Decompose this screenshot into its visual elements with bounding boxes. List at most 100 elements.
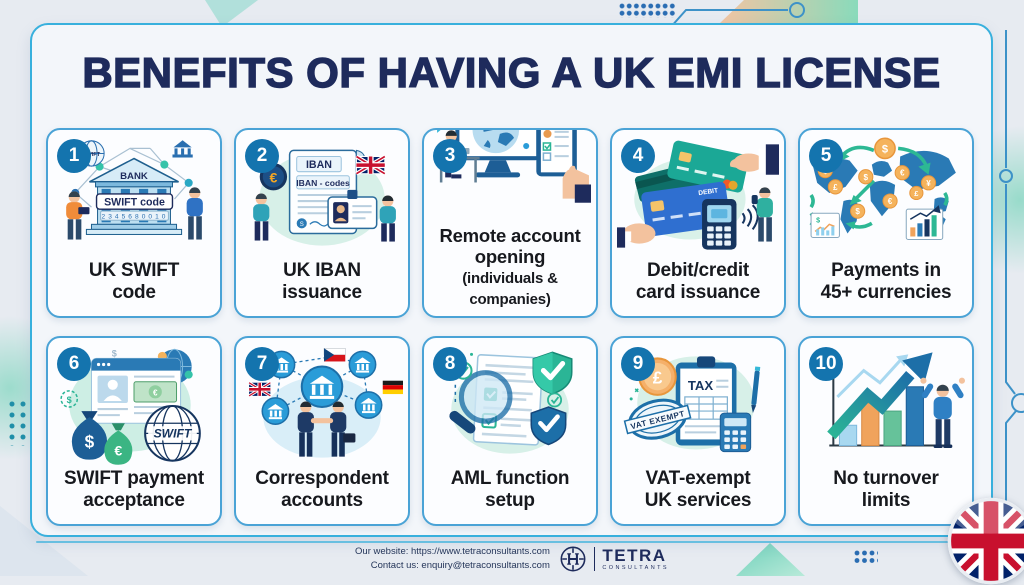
vat-exempt-stamp: VAT EXEMPT	[623, 399, 692, 441]
bank-node-small	[261, 397, 290, 426]
svg-text:$: $	[67, 395, 72, 405]
svg-text:BANK: BANK	[120, 171, 148, 182]
card-issuance-illustration: DEBIT	[617, 141, 779, 251]
svg-text:€: €	[114, 444, 122, 460]
card-label: Remote account opening (individuals & co…	[424, 203, 596, 316]
card-label: Payments in 45+ currencies	[820, 260, 952, 303]
iban-illustration: IBAN IBAN - codes S €	[253, 150, 396, 247]
person-left	[66, 191, 90, 240]
svg-text:£: £	[653, 368, 663, 388]
swift-acceptance-illustration: $ $ €	[60, 349, 201, 466]
swift-code-label: SWIFT code	[95, 193, 174, 211]
svg-text:$: $	[863, 173, 868, 182]
svg-text:€: €	[900, 169, 905, 178]
browser-window: €	[90, 358, 182, 425]
dot-grid-bottom-right	[854, 550, 878, 565]
money-bag-euro: €	[104, 423, 133, 466]
teal-triangle-top	[205, 0, 258, 27]
contactless-waves	[741, 204, 759, 231]
badge-number: 7	[245, 347, 279, 381]
footer-contact: Contact us: enquiry@tetraconsultants.com	[370, 560, 550, 571]
svg-text:£: £	[914, 189, 919, 198]
badge-number: 2	[245, 139, 279, 173]
svg-text:$: $	[882, 144, 889, 156]
svg-text:€: €	[269, 171, 277, 187]
uk-flag-badge	[947, 497, 1024, 585]
person-left	[253, 193, 270, 242]
card-vat-exempt: 9 TAX	[610, 336, 786, 526]
money-bag-dollar: $	[71, 411, 108, 461]
remote-account-illustration: $ $	[437, 130, 591, 203]
shield-check-top	[532, 352, 573, 396]
svg-text:SWIFT: SWIFT	[154, 427, 193, 441]
bank-node-center	[300, 365, 344, 409]
card-label: Debit/credit card issuance	[635, 260, 761, 303]
svg-text:¥: ¥	[926, 179, 931, 188]
svg-text:£: £	[833, 183, 838, 192]
svg-text:$: $	[85, 432, 95, 452]
logo-wordmark: TETRA	[602, 545, 667, 565]
tetra-logo: TETRA CONSULTANTS	[559, 545, 669, 573]
card-label: UK IBAN issuance	[282, 260, 362, 303]
pen-icon	[751, 366, 761, 414]
circuit-line-top	[669, 2, 805, 29]
card-remote-account-opening: 3	[422, 128, 598, 318]
benefits-grid: 1 SWIFT	[46, 128, 974, 526]
germany-flag-icon	[382, 381, 403, 395]
footer: Our website: https://www.tetraconsultant…	[0, 545, 1024, 573]
currency-coins: $ $ £ $ € ¥ £ € $	[817, 137, 937, 220]
main-panel: BENEFITS OF HAVING A UK EMI LICENSE 1 SW…	[30, 23, 993, 537]
svg-text:$: $	[816, 217, 820, 225]
svg-text:€: €	[153, 389, 158, 398]
monitor	[455, 130, 541, 178]
card-label: UK SWIFT code	[88, 260, 180, 303]
circuit-line-right	[999, 30, 1024, 560]
pos-terminal	[702, 199, 737, 251]
uk-flag-icon	[248, 381, 272, 398]
teal-triangle-bottom	[736, 543, 805, 576]
aml-illustration	[449, 352, 573, 455]
businessmen-handshake	[297, 401, 356, 458]
svg-text:DEBIT: DEBIT	[698, 188, 719, 198]
chart-right-icon	[905, 205, 944, 241]
calculator-icon	[719, 413, 752, 453]
currencies-illustration: $ $ £ $ € ¥ £ € $ $	[809, 137, 956, 241]
card-uk-swift-code: 1 SWIFT	[46, 128, 222, 318]
svg-text:$: $	[855, 208, 860, 217]
card-label: Correspondent accounts	[255, 468, 389, 511]
connection-lines	[274, 356, 370, 413]
badge-number: 6	[57, 347, 91, 381]
correspondent-illustration	[248, 348, 403, 459]
svg-text:$: $	[112, 349, 117, 359]
svg-text:IBAN - codes: IBAN - codes	[296, 178, 350, 188]
person-right	[186, 187, 203, 240]
person-right	[751, 187, 773, 243]
digit-row: 2345680010	[100, 211, 169, 222]
svg-text:€: €	[888, 198, 893, 207]
hand-top-right	[729, 144, 779, 176]
badge-number: 5	[809, 139, 843, 173]
badge-number: 3	[433, 139, 467, 173]
bottom-accent-line	[36, 541, 985, 543]
svg-text:IBAN: IBAN	[306, 160, 332, 172]
svg-text:SWIFT: SWIFT	[83, 152, 101, 158]
card-debit-credit-issuance: 4	[610, 128, 786, 318]
card-label-main: Remote account opening	[439, 224, 581, 267]
page-title: BENEFITS OF HAVING A UK EMI LICENSE	[82, 48, 941, 96]
chart-left-icon: $	[810, 213, 840, 239]
badge-number: 8	[433, 347, 467, 381]
shield-check-bottom	[530, 406, 567, 446]
card-correspondent-accounts: 7	[234, 336, 410, 526]
badge-number: 9	[621, 347, 655, 381]
footer-website: Our website: https://www.tetraconsultant…	[355, 546, 550, 558]
dot-grid-top	[619, 3, 677, 18]
bars	[838, 386, 924, 447]
gradient-bar-top	[720, 0, 858, 23]
card-uk-iban-issuance: 2 IBAN IBAN - codes S	[234, 128, 410, 318]
hand-bottom-left	[617, 223, 656, 249]
card-label: AML function setup	[450, 468, 570, 511]
uk-flag-icon	[355, 155, 386, 176]
person-right	[379, 195, 396, 243]
card-label-sub: (individuals & companies)	[462, 270, 558, 309]
svg-text:2345680010: 2345680010	[102, 214, 169, 221]
